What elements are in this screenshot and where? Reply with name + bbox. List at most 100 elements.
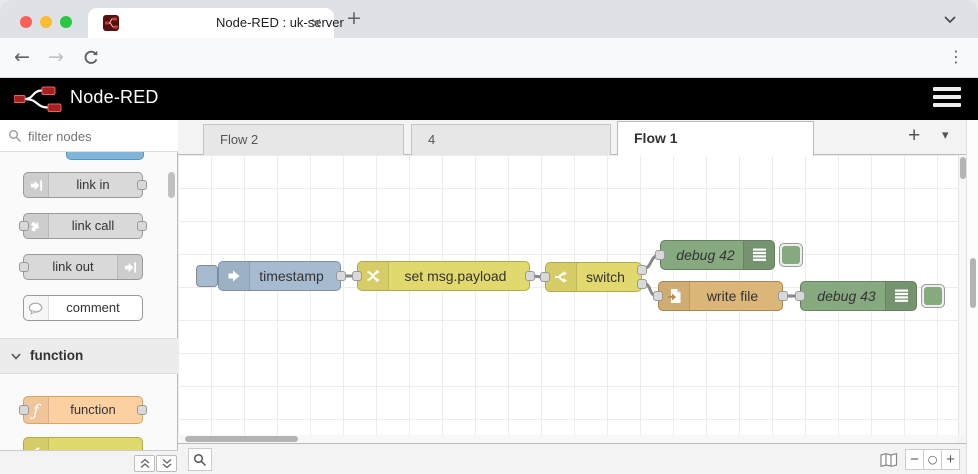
input-port[interactable] (540, 272, 550, 282)
back-icon[interactable]: ← (14, 46, 30, 68)
map-icon (880, 452, 898, 467)
filter-nodes-input[interactable] (26, 125, 170, 147)
output-port-2[interactable] (637, 279, 647, 289)
input-port[interactable] (795, 291, 805, 301)
palette-category-function[interactable]: function (0, 338, 178, 374)
add-flow-button[interactable]: + (908, 124, 921, 147)
reload-icon[interactable] (82, 49, 100, 67)
tab-flow-1[interactable]: Flow 1 (617, 121, 814, 156)
canvas-vscrollbar-thumb[interactable] (960, 157, 966, 179)
debug-toggle-fill (924, 287, 942, 305)
main-menu-button[interactable] (933, 87, 961, 111)
debug-sidebar-icon (743, 241, 774, 269)
palette-node-comment[interactable]: comment (23, 295, 143, 321)
palette-node-link-out[interactable]: link out (19, 254, 143, 280)
palette-scrollbar-thumb[interactable] (168, 172, 175, 198)
comment-icon (24, 296, 49, 320)
close-tab-icon[interactable]: × (310, 14, 323, 32)
minimize-window-button[interactable] (40, 16, 52, 28)
canvas-hscrollbar[interactable] (178, 435, 958, 443)
nodered-header: Node-RED Deploy ▾ (0, 78, 978, 191)
palette-node-partial-bottom[interactable] (23, 437, 143, 450)
browser-menu-icon[interactable]: ⋮ (948, 47, 964, 66)
output-port[interactable] (137, 221, 147, 231)
debug-toggle-button[interactable] (921, 284, 945, 308)
close-window-button[interactable] (20, 16, 32, 28)
page-scrollbar-thumb[interactable] (970, 258, 976, 308)
input-port[interactable] (653, 291, 663, 301)
canvas-vscrollbar[interactable] (958, 155, 966, 435)
switch-icon (546, 263, 577, 291)
palette-search[interactable] (0, 120, 178, 152)
palette-node-list: link in link call link out (0, 152, 178, 450)
flow-canvas[interactable]: timestamp set msg.payload (178, 155, 958, 435)
forward-icon: → (48, 46, 64, 68)
browser-tab[interactable]: Node-RED : uk-server × (88, 8, 344, 38)
input-port[interactable] (352, 271, 362, 281)
input-port[interactable] (655, 250, 665, 260)
palette-node-function[interactable]: ƒ function (19, 396, 147, 424)
output-port[interactable] (778, 291, 788, 301)
flow-tab-bar: Flow 2 4 Flow 1 + ▾ (178, 120, 978, 156)
output-port[interactable] (137, 405, 147, 415)
debug-sidebar-icon (885, 282, 916, 310)
output-port[interactable] (137, 180, 147, 190)
expand-categories-button[interactable] (156, 455, 177, 472)
zoom-window-button[interactable] (60, 16, 72, 28)
node-label: timestamp (259, 268, 324, 284)
output-port-1[interactable] (637, 265, 647, 275)
node-label: set msg.payload (404, 268, 507, 284)
app-title: Node-RED (70, 87, 159, 107)
input-port[interactable] (19, 262, 29, 272)
double-chevron-down-icon (162, 458, 171, 469)
node-change[interactable]: set msg.payload (352, 261, 535, 291)
workspace: Flow 2 4 Flow 1 + ▾ (178, 120, 978, 474)
new-tab-button[interactable]: + (346, 7, 362, 29)
category-label: function (30, 348, 84, 363)
zoom-in-button[interactable]: + (941, 449, 960, 470)
input-port[interactable] (19, 221, 29, 231)
palette-node-label: link in (76, 177, 110, 192)
node-write-file[interactable]: write file (653, 281, 788, 311)
canvas-hscrollbar-thumb[interactable] (185, 436, 298, 442)
palette-node-label: function (70, 402, 116, 417)
zoom-out-button[interactable]: − (905, 449, 924, 470)
switch-icon (24, 438, 49, 450)
node-inject[interactable]: timestamp (218, 261, 346, 291)
zoom-reset-button[interactable]: ○ (923, 449, 942, 470)
browser-toolbar: ← → ⚠ Not Secure uk-server :2718/#flow/a… (0, 38, 978, 110)
palette-node-partial-top[interactable] (66, 152, 144, 160)
link-in-icon (24, 173, 49, 197)
palette-sidebar: link in link call link out (0, 120, 178, 474)
collapse-categories-button[interactable] (134, 455, 155, 472)
file-icon (659, 282, 690, 310)
inject-button[interactable] (196, 265, 218, 287)
palette-node-link-in[interactable]: link in (23, 172, 147, 198)
node-switch[interactable]: switch (540, 262, 647, 292)
tab-flow-4[interactable]: 4 (411, 124, 611, 155)
navigator-button[interactable] (876, 449, 902, 470)
debug-toggle-button[interactable] (779, 243, 803, 267)
node-debug-42[interactable]: debug 42 (655, 240, 775, 270)
palette-node-label: link out (52, 259, 94, 274)
page-scrollbar[interactable] (966, 120, 978, 474)
tab-title: Node-RED : uk-server (216, 15, 344, 30)
nodered-favicon (103, 15, 119, 31)
nodered-logo-icon (14, 86, 62, 112)
output-port[interactable] (525, 271, 535, 281)
palette-node-link-call[interactable]: link call (19, 213, 147, 239)
palette-footer (0, 450, 178, 474)
search-flows-button[interactable] (188, 448, 212, 471)
input-port[interactable] (19, 405, 29, 415)
titlebar: Node-RED : uk-server × + (0, 0, 978, 38)
tabstrip-chevron-icon[interactable] (944, 16, 956, 24)
tab-flow-2[interactable]: Flow 2 (203, 124, 404, 155)
inject-icon (219, 262, 250, 290)
node-label: switch (586, 269, 625, 285)
flow-list-chevron-icon[interactable]: ▾ (942, 128, 949, 143)
tab-label: Flow 1 (634, 130, 678, 146)
node-debug-43[interactable]: debug 43 (795, 281, 917, 311)
tab-label: Flow 2 (220, 132, 259, 147)
output-port[interactable] (336, 271, 346, 281)
